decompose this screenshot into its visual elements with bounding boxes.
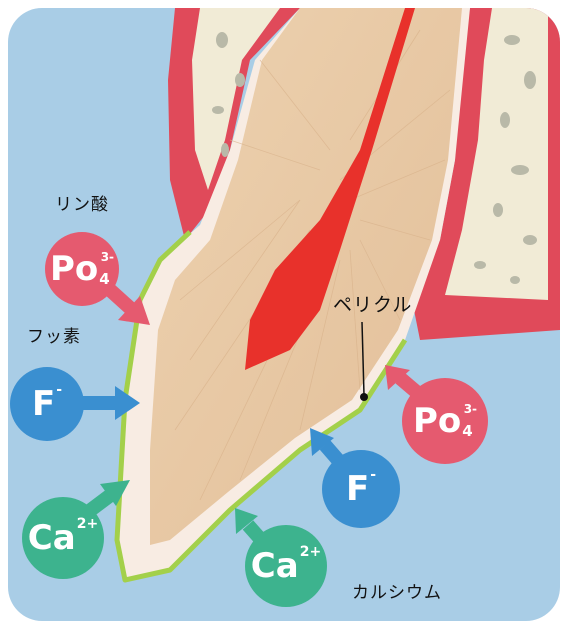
label-pellicle: ペリクル <box>333 290 412 317</box>
pellicle-pointer-dot <box>360 393 368 401</box>
label-fluorine: フッ素 <box>27 322 81 347</box>
label-calcium: カルシウム <box>352 578 442 603</box>
fluoride-ion-right: F- <box>322 450 400 528</box>
fluoride-ion-left: F- <box>10 367 84 441</box>
label-phosphoric-acid: リン酸 <box>55 190 109 215</box>
